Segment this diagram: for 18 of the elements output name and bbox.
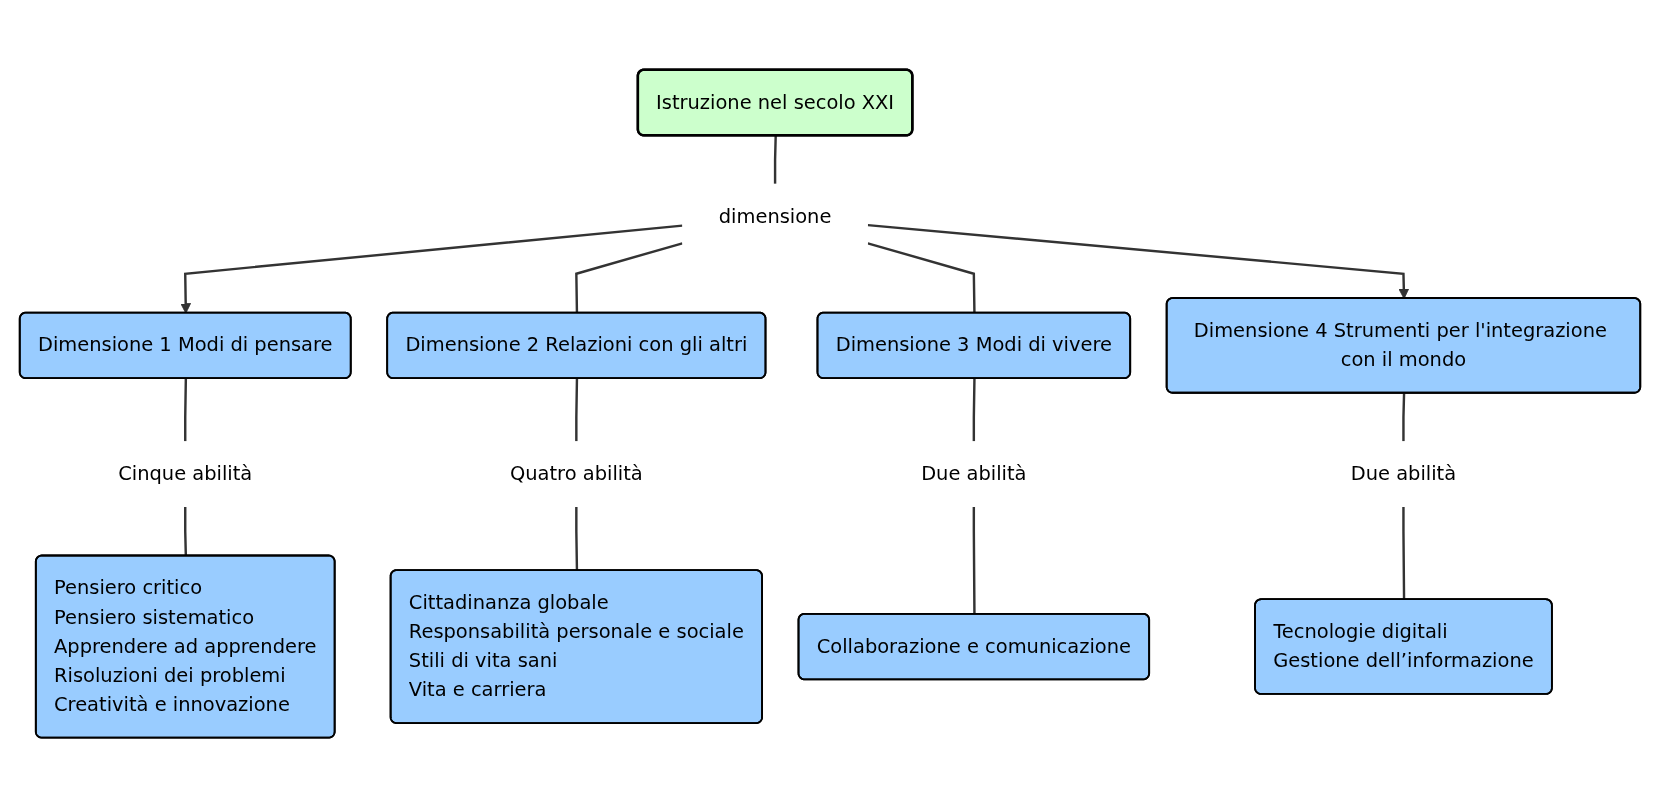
connector — [575, 378, 579, 442]
node-text: Due abilità — [1350, 461, 1457, 485]
connector — [867, 241, 976, 314]
connector — [575, 241, 683, 314]
connector — [972, 506, 976, 615]
connector — [773, 135, 777, 184]
connector — [972, 378, 976, 442]
connector — [575, 506, 579, 571]
arrow — [180, 224, 683, 314]
arrow — [867, 223, 1410, 299]
connector — [1402, 506, 1406, 600]
node-text: Cinque abilità — [118, 461, 253, 485]
connector — [184, 378, 188, 442]
node-text: Quatro abilità — [509, 461, 643, 485]
node-text: dimensione — [718, 204, 832, 228]
node-text: Due abilità — [921, 461, 1027, 485]
connector — [184, 506, 188, 556]
connector — [1402, 393, 1406, 442]
